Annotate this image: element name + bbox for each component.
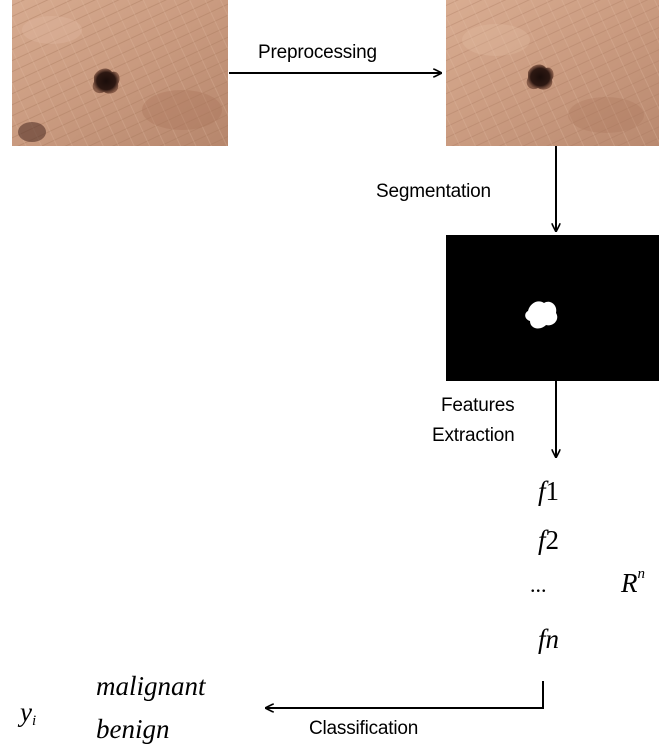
segmentation-label: Segmentation [376,181,491,203]
class-malignant: malignant [96,671,206,702]
feature-f1-var: f [538,476,546,506]
feature-f2-var: f [538,525,546,555]
classification-label: Classification [309,718,418,740]
feature-f2: f2 [538,525,559,556]
class-benign: benign [96,714,170,745]
preprocessing-label: Preprocessing [258,42,377,64]
features-extraction-label-line2: Extraction [432,425,514,447]
feature-fn: fn [538,624,559,655]
classification-arrow [266,681,543,708]
feature-ellipsis: ... [530,572,547,598]
output-label: yi [20,697,36,732]
feature-f1-index: 1 [546,476,560,506]
feature-f1: f1 [538,476,559,507]
feature-space: Rn [621,568,645,599]
feature-space-exp: n [638,566,646,582]
output-label-sub: i [32,713,36,729]
feature-f2-index: 2 [546,525,560,555]
features-extraction-label-line1: Features [441,395,514,417]
feature-space-base: R [621,568,638,598]
output-label-base: y [20,697,32,727]
